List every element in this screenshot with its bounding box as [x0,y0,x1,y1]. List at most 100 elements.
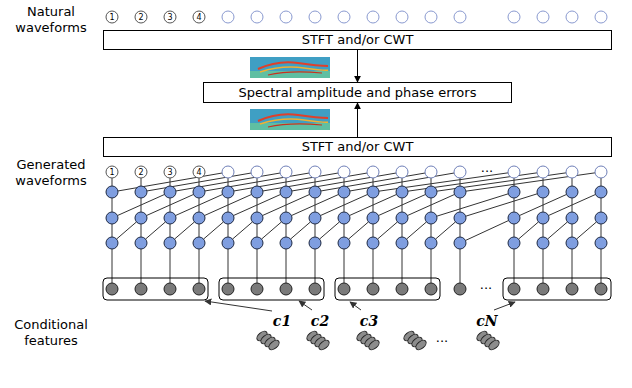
hidden-unit [425,237,437,249]
feature-unit [164,283,176,295]
network-wire [436,222,456,239]
network-wire [460,224,461,237]
feature-disc [367,338,381,351]
feature-unit [454,283,466,295]
network-wire [572,198,573,212]
label-text: 3 [167,168,172,177]
upsampling-arrow [299,301,312,310]
feature-unit [222,283,234,295]
sample-number: 2 [138,168,143,177]
waveform-sample [566,166,578,178]
hidden-unit [454,212,466,224]
hidden-unit [106,212,118,224]
network-wire [199,178,200,186]
network-wire [402,198,403,212]
network-wire [402,224,403,237]
waveform-sample [251,11,263,23]
hidden-unit [193,186,205,198]
network-wire [228,178,229,186]
network-wire [286,178,287,186]
hidden-unit [222,212,234,224]
sample-number: 4 [196,13,201,22]
waveform-sample [193,11,205,23]
hidden-unit [537,186,549,198]
label-text: Natural waveforms [2,4,100,36]
process-box: STFT and/or CWT [103,30,612,50]
waveform-sample [135,11,147,23]
label-text: 1 [109,13,114,22]
hidden-unit [309,186,321,198]
network-wire [315,224,316,237]
feature-unit [396,283,408,295]
waveform-sample [222,11,234,23]
sample-number: 3 [167,13,172,22]
network-wire [315,178,316,186]
feature-vector-icon [475,329,501,351]
hidden-unit [106,237,118,249]
hidden-unit [454,186,466,198]
waveform-sample [396,166,408,178]
waveform-sample [251,166,263,178]
feature-symbol: cN [476,313,497,330]
network-wire [460,178,461,186]
hidden-unit [193,237,205,249]
hidden-unit [164,237,176,249]
label-text: ... [481,160,493,176]
hidden-unit [396,186,408,198]
network-wire [257,178,258,186]
feature-unit [280,283,292,295]
feature-unit [106,283,118,295]
network-wire [431,224,432,237]
waveform-sample [106,166,118,178]
ellipsis: ... [436,330,448,346]
hidden-unit [193,212,205,224]
upsampling-arrow [494,302,515,310]
network-wire [437,194,509,216]
hidden-unit [367,186,379,198]
network-wire [170,198,171,212]
feature-unit [135,283,147,295]
waveform-sample [164,166,176,178]
waveform-sample [135,166,147,178]
hidden-unit [595,237,607,249]
waveform-sample [425,166,437,178]
hidden-unit [537,212,549,224]
process-box: STFT and/or CWT [103,137,612,157]
feature-disc [487,338,501,351]
feature-vector-icon [255,329,281,351]
hidden-unit [595,212,607,224]
network-wire [112,178,113,186]
network-wire [577,222,597,239]
spectrogram [250,57,330,78]
waveform-sample [566,11,578,23]
waveform-sample [367,166,379,178]
waveform-sample [367,11,379,23]
waveform-sample [164,11,176,23]
network-wire [514,198,515,212]
network-wire [460,198,461,212]
label-text: 1 [109,168,114,177]
hidden-unit [338,186,350,198]
label-text: ... [436,330,448,346]
hidden-unit [338,237,350,249]
hidden-unit [595,186,607,198]
waveform-sample [280,166,292,178]
network-wire [548,222,568,239]
network-wire [286,198,287,212]
hidden-unit [106,186,118,198]
label-text: 4 [196,13,201,22]
hidden-unit [508,237,520,249]
network-wire [349,222,369,239]
feature-symbol: c2 [311,313,329,330]
feature-unit [193,283,205,295]
network-wire [228,224,229,237]
network-wire [373,178,374,186]
hidden-unit [280,237,292,249]
label-text: c2 [311,313,329,330]
network-wire [431,198,432,212]
network-wire [407,222,427,239]
hidden-unit [508,212,520,224]
